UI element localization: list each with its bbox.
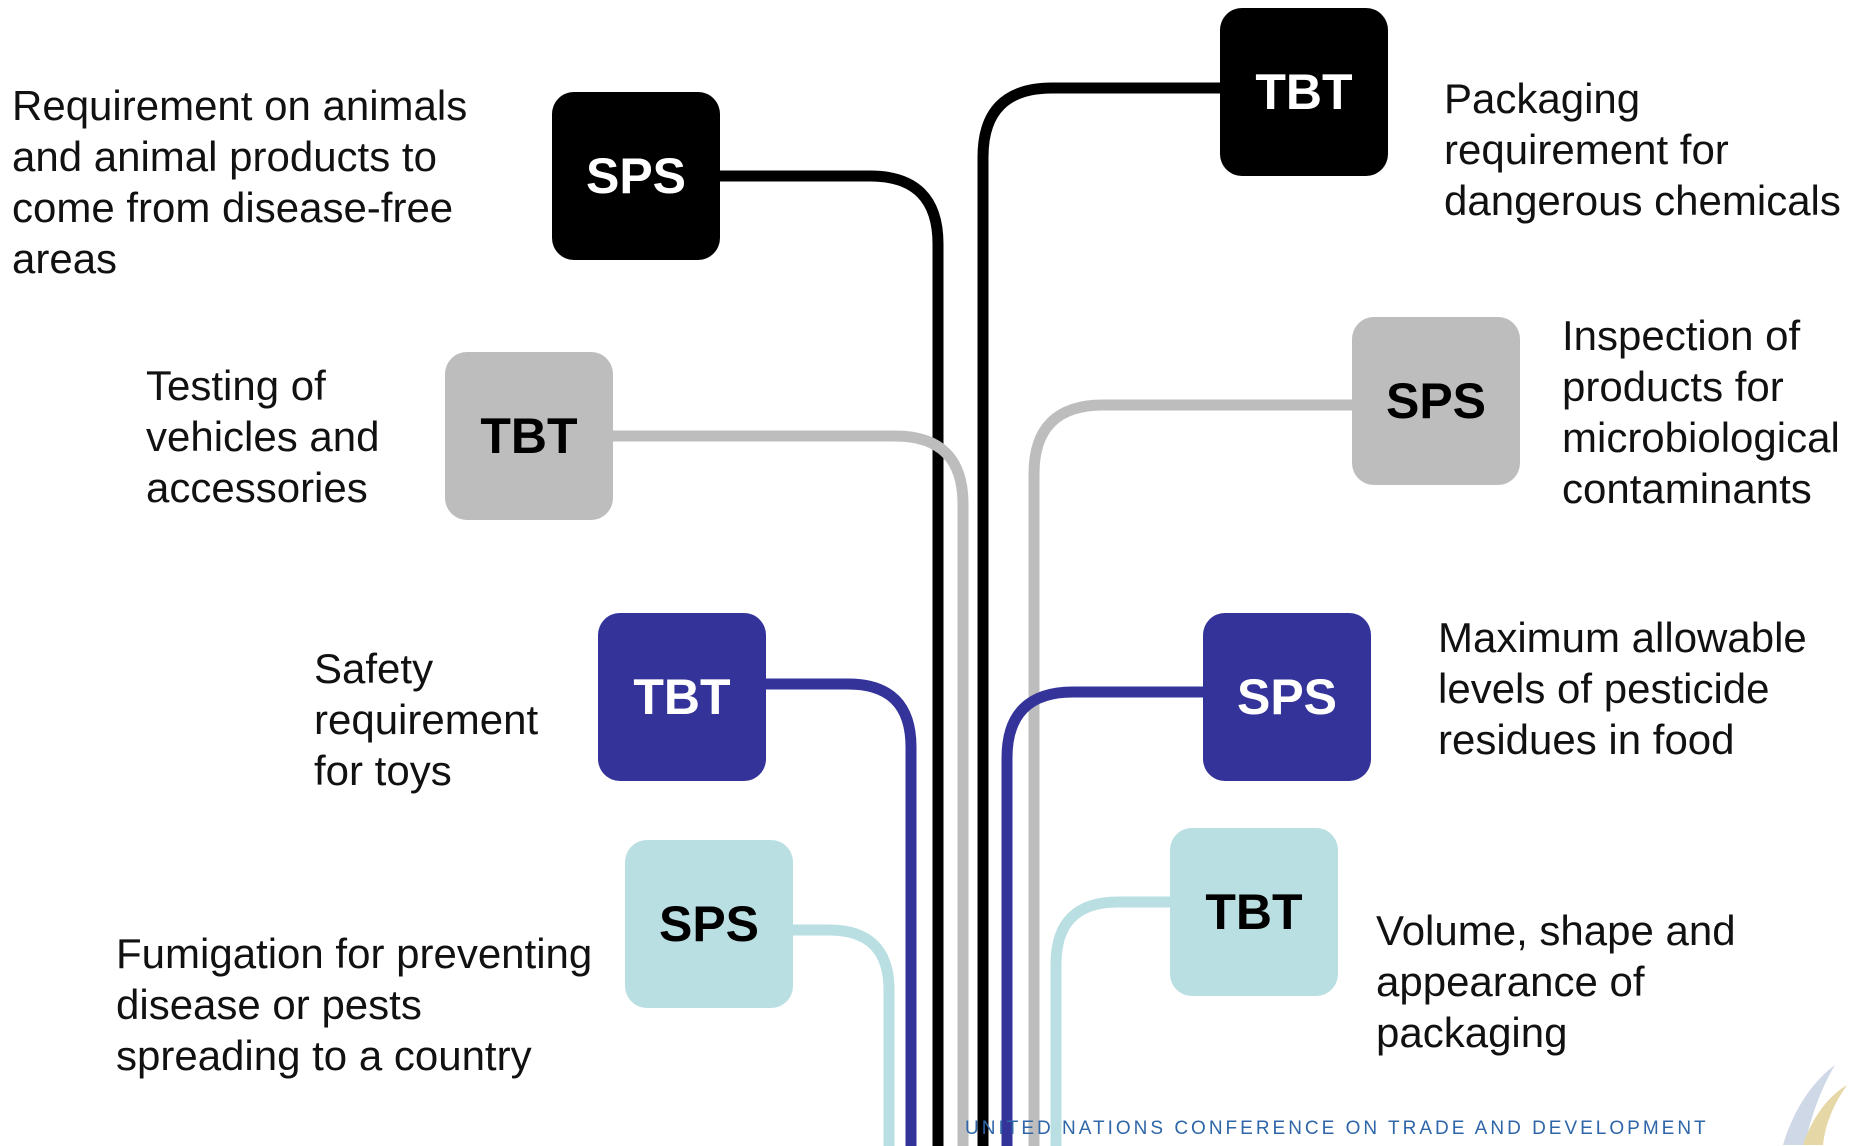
sps-tag-box: SPS: [625, 840, 793, 1008]
connector-line: [1050, 896, 1170, 1146]
measure-label: Safety requirement for toys: [314, 645, 539, 794]
measure-label: Testing of vehicles and accessories: [146, 362, 380, 511]
measure-label: Packaging requirement for dangerous chem…: [1444, 75, 1841, 224]
unctad-logo: [1783, 1065, 1847, 1145]
sps-tag-box: SPS: [552, 92, 720, 260]
tbt-tag-box: TBT: [598, 613, 766, 781]
measure-label: Volume, shape and appearance of packagin…: [1376, 907, 1736, 1056]
connector-line: [765, 678, 917, 1146]
connector-line: [718, 170, 944, 1146]
tbt-tag-box: TBT: [1220, 8, 1388, 176]
sps-tag-box: SPS: [1352, 317, 1520, 485]
measure-label: Maximum allowable levels of pesticide re…: [1438, 614, 1807, 763]
measure-label: Inspection of products for microbiologic…: [1562, 312, 1840, 512]
sps-tag-box: SPS: [1203, 613, 1371, 781]
tbt-tag-box: TBT: [1170, 828, 1338, 996]
organization-name: UNITED NATIONS CONFERENCE ON TRADE AND D…: [965, 1118, 1709, 1139]
connector-line: [612, 430, 969, 1146]
tbt-tag-box: TBT: [445, 352, 613, 520]
measure-label: Fumigation for preventing disease or pes…: [116, 930, 593, 1079]
measure-label: Requirement on animals and animal produc…: [12, 82, 468, 282]
connector-line: [1028, 399, 1352, 1146]
connector-line: [1001, 686, 1203, 1146]
connector-line: [977, 82, 1220, 1146]
connector-line: [792, 924, 895, 1146]
